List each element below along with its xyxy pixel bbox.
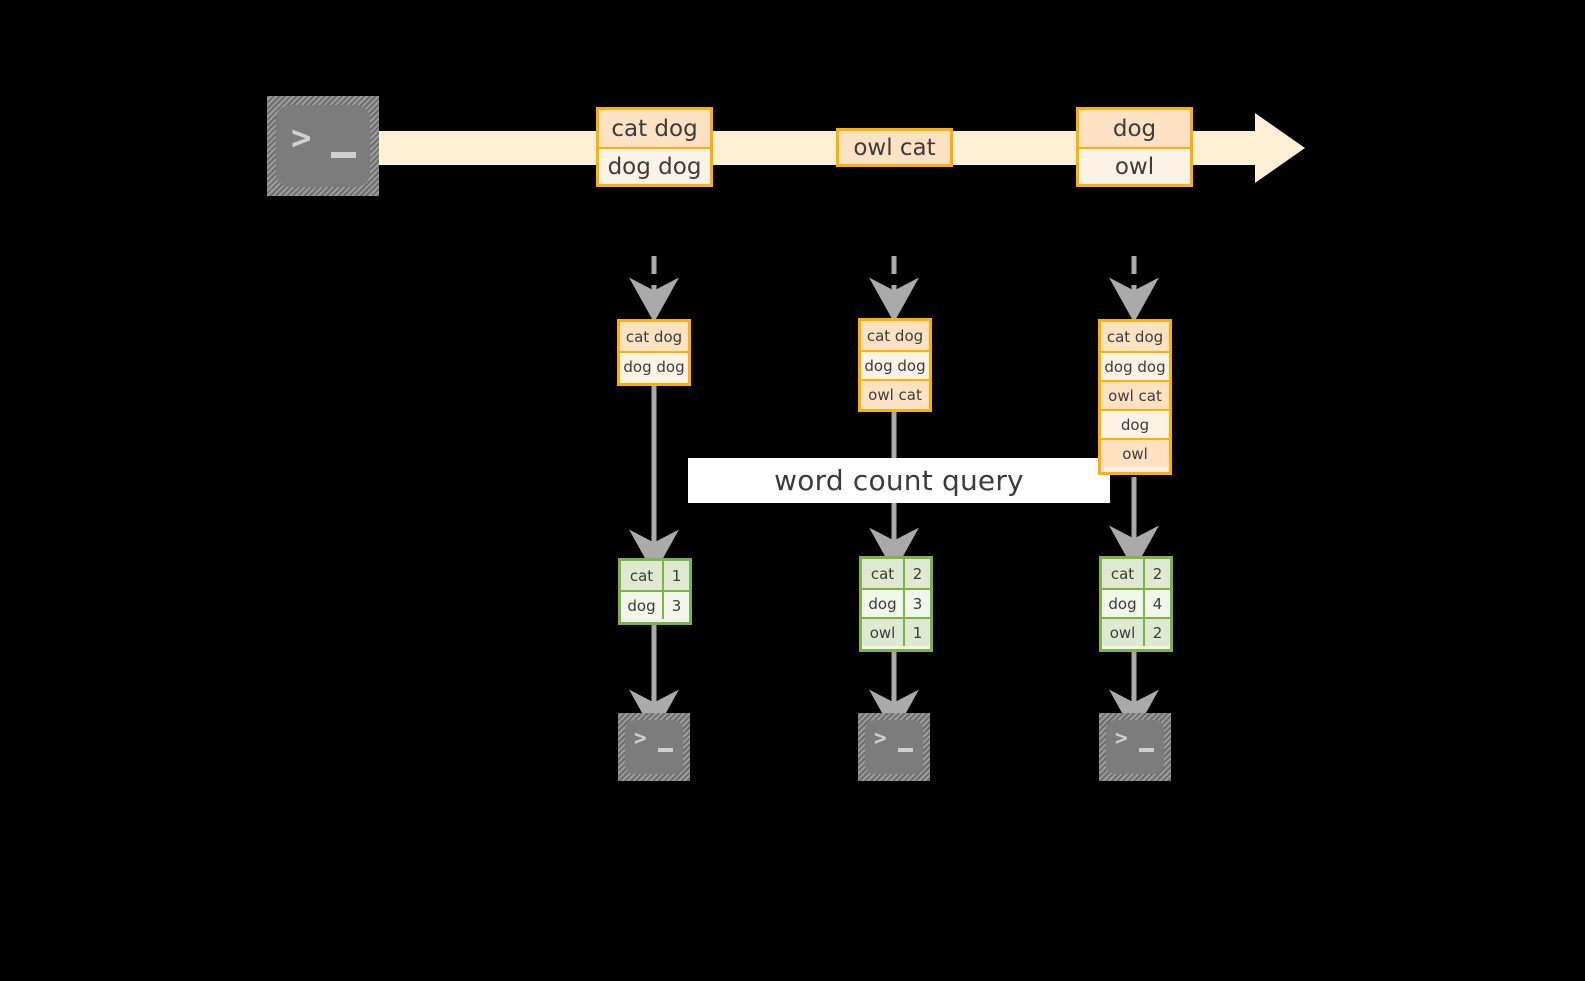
result-table-2[interactable]: cat 2 dog 3 owl 1	[859, 556, 933, 652]
stream-batch-1-row-1: cat dog	[599, 110, 710, 147]
result-count: 2	[1152, 623, 1163, 642]
terminal-screen: >	[276, 105, 370, 187]
word-count-query-band: word count query	[688, 458, 1110, 503]
query-label: word count query	[774, 464, 1024, 497]
input-table-3-row-2: dog dog	[1101, 351, 1169, 380]
prompt-chevron-icon: >	[634, 726, 647, 750]
result-word: cat	[862, 559, 905, 588]
input-table-3-row-1: cat dog	[1101, 322, 1169, 351]
stream-batch-1-row-2: dog dog	[599, 147, 710, 184]
result-word: dog	[1102, 590, 1145, 617]
result-word: dog	[621, 592, 664, 619]
stream-to-table-connectors	[629, 256, 1159, 323]
stream-batch-3-row-2: owl	[1079, 147, 1190, 184]
input-table-1-row-2: dog dog	[620, 351, 688, 380]
result-count: 1	[912, 623, 923, 642]
result-count: 2	[912, 564, 923, 583]
stream-batch-1[interactable]: cat dog dog dog	[596, 107, 713, 187]
result-table-3[interactable]: cat 2 dog 4 owl 2	[1099, 556, 1173, 652]
stream-batch-2[interactable]: owl cat	[836, 128, 953, 167]
result-word: cat	[1102, 559, 1145, 588]
result-table-3-row-3: owl 2	[1102, 617, 1170, 646]
input-table-2[interactable]: cat dog dog dog owl cat	[858, 318, 932, 412]
result-count: 3	[912, 594, 923, 613]
input-table-2-row-3: owl cat	[861, 379, 929, 408]
sink-terminal-icon-1: >	[618, 713, 690, 781]
result-count: 2	[1152, 564, 1163, 583]
prompt-chevron-icon: >	[1115, 726, 1128, 750]
terminal-screen: >	[1106, 720, 1164, 774]
input-table-3-row-5: owl	[1101, 438, 1169, 467]
input-table-2-row-1: cat dog	[861, 321, 929, 350]
result-table-1-row-2: dog 3	[621, 590, 689, 619]
input-table-3-row-4: dog	[1101, 409, 1169, 438]
input-table-1-row-1: cat dog	[620, 322, 688, 351]
result-table-3-row-2: dog 4	[1102, 588, 1170, 617]
sink-connectors	[629, 622, 1159, 735]
prompt-underscore-icon	[898, 748, 913, 752]
stream-batch-2-row-1: owl cat	[839, 131, 950, 164]
result-table-1-row-1: cat 1	[621, 561, 689, 590]
result-table-3-row-1: cat 2	[1102, 559, 1170, 588]
result-count: 1	[671, 566, 682, 585]
result-count: 3	[671, 596, 682, 615]
sink-terminal-icon-2: >	[858, 713, 930, 781]
prompt-underscore-icon	[1139, 748, 1154, 752]
terminal-screen: >	[865, 720, 923, 774]
input-table-1[interactable]: cat dog dog dog	[617, 319, 691, 386]
result-count: 4	[1152, 594, 1163, 613]
input-table-3[interactable]: cat dog dog dog owl cat dog owl	[1098, 319, 1172, 475]
prompt-underscore-icon	[658, 748, 673, 752]
result-table-2-row-3: owl 1	[862, 617, 930, 646]
prompt-underscore-icon	[331, 152, 356, 158]
result-word: owl	[862, 619, 905, 646]
result-table-2-row-2: dog 3	[862, 588, 930, 617]
terminal-screen: >	[625, 720, 683, 774]
source-terminal-icon: >	[267, 96, 379, 196]
result-word: owl	[1102, 619, 1145, 646]
stream-batch-3[interactable]: dog owl	[1076, 107, 1193, 187]
input-table-3-row-3: owl cat	[1101, 380, 1169, 409]
prompt-chevron-icon: >	[874, 726, 887, 750]
sink-terminal-icon-3: >	[1099, 713, 1171, 781]
input-table-2-row-2: dog dog	[861, 350, 929, 379]
result-table-2-row-1: cat 2	[862, 559, 930, 588]
result-table-1[interactable]: cat 1 dog 3	[618, 558, 692, 625]
result-word: cat	[621, 561, 664, 590]
stream-batch-3-row-1: dog	[1079, 110, 1190, 147]
prompt-chevron-icon: >	[291, 118, 312, 158]
result-word: dog	[862, 590, 905, 617]
